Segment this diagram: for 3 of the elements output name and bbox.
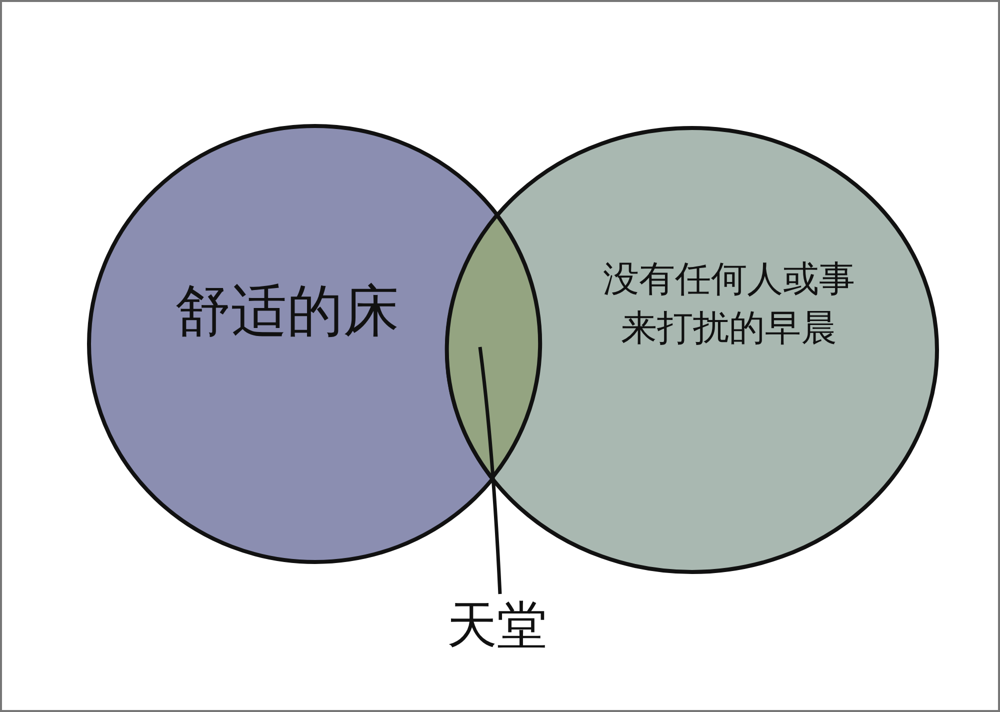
- leader-label: 天堂: [446, 595, 548, 656]
- set-label: 舒适的床: [174, 278, 400, 346]
- set-label: 没有任何人或事来打扰的早晨: [602, 258, 856, 351]
